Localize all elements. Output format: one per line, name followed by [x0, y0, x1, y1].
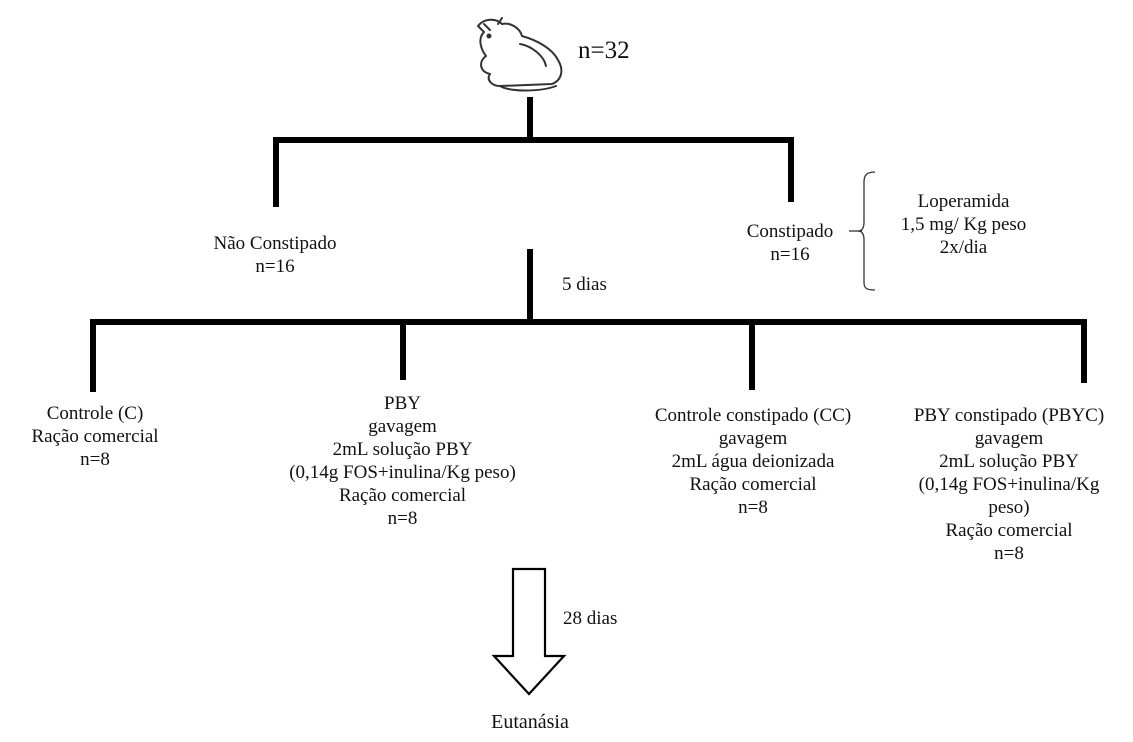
- group-constipado: Constipado n=16: [735, 220, 845, 266]
- group-line: Controle (C): [46, 403, 144, 424]
- group-line: gavagem: [718, 428, 788, 449]
- treatment-brace: [857, 171, 876, 291]
- group-line: PBY constipado (PBYC): [913, 405, 1105, 426]
- group-line: n=8: [738, 497, 768, 518]
- group-line: peso): [988, 497, 1030, 518]
- group-name: Constipado: [746, 221, 834, 242]
- down-arrow-icon: [491, 567, 567, 696]
- group-line: Ração comercial: [945, 520, 1073, 541]
- loperamide-treatment: Loperamida 1,5 mg/ Kg peso 2x/dia: [876, 190, 1051, 259]
- group-line: 2mL água deionizada: [671, 451, 835, 472]
- tree-lines: [90, 97, 1087, 392]
- group-line: n=8: [80, 449, 110, 470]
- duration-28-days: 28 dias: [563, 608, 618, 629]
- group-controle-constipado: Controle constipado (CC) gavagem 2mL águ…: [628, 404, 878, 519]
- treatment-line: 1,5 mg/ Kg peso: [900, 214, 1027, 235]
- group-line: n=8: [994, 543, 1024, 564]
- group-pby-constipado: PBY constipado (PBYC) gavagem 2mL soluçã…: [895, 404, 1123, 565]
- group-line: gavagem: [368, 416, 437, 437]
- group-nao-constipado: Não Constipado n=16: [190, 232, 360, 278]
- group-line: PBY: [384, 393, 421, 414]
- outcome-label: Eutanásia: [491, 711, 569, 733]
- group-line: Ração comercial: [689, 474, 817, 495]
- group-line: gavagem: [974, 428, 1044, 449]
- group-controle: Controle (C) Ração comercial n=8: [5, 402, 185, 471]
- group-line: 2mL solução PBY: [939, 451, 1079, 472]
- group-line: (0,14g FOS+inulina/Kg peso): [289, 462, 516, 483]
- group-line: Ração comercial: [338, 485, 467, 506]
- group-name: Não Constipado: [213, 233, 337, 254]
- duration-5-days: 5 dias: [562, 274, 607, 295]
- treatment-line: 2x/dia: [939, 237, 988, 258]
- group-line: Ração comercial: [31, 426, 159, 447]
- group-line: Controle constipado (CC): [654, 405, 852, 426]
- group-pby: PBY gavagem 2mL solução PBY (0,14g FOS+i…: [270, 392, 535, 530]
- group-line: 2mL solução PBY: [332, 439, 473, 460]
- total-count: n=32: [578, 37, 630, 64]
- group-n: n=16: [770, 244, 810, 265]
- group-line: n=8: [387, 508, 418, 529]
- group-line: (0,14g FOS+inulina/Kg: [918, 474, 1100, 495]
- rat-icon: [477, 17, 563, 92]
- treatment-line: Loperamida: [917, 191, 1010, 212]
- group-n: n=16: [255, 256, 295, 277]
